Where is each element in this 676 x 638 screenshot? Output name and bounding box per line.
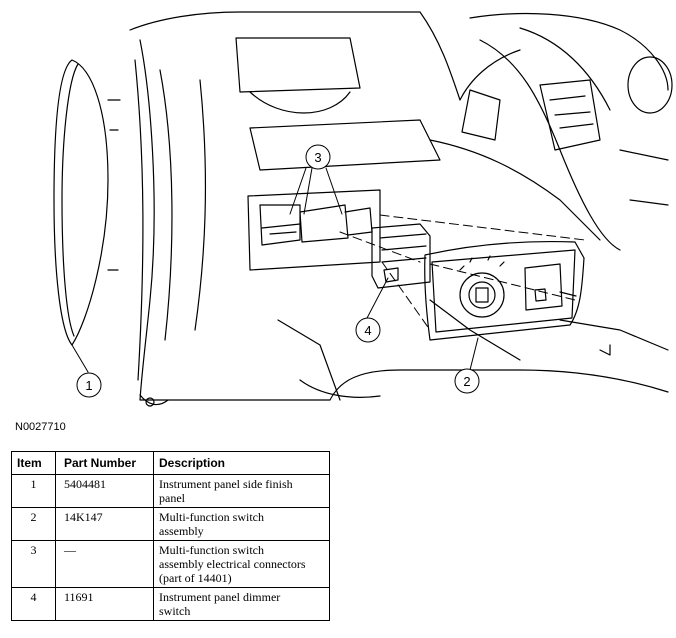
- svg-text:4: 4: [364, 323, 371, 338]
- part-number-cell: 14K147: [55, 507, 154, 541]
- table-row: 3 — Multi-function switch assembly elect…: [11, 540, 330, 588]
- multi-function-switch-drawing: [424, 240, 585, 341]
- table-row: 1 5404481 Instrument panel side finish p…: [11, 474, 330, 508]
- description-line: (part of 14401): [159, 571, 232, 585]
- svg-text:3: 3: [314, 150, 321, 165]
- description-line: switch: [159, 604, 191, 618]
- table-header-row: Item Part Number Description: [11, 451, 330, 475]
- part-number-cell: —: [55, 540, 154, 588]
- description-cell: Multi-function switch assembly electrica…: [153, 540, 330, 588]
- callout-3: 3: [305, 144, 331, 170]
- steering-column-drawing: [461, 12, 673, 251]
- column-header-item: Item: [11, 451, 56, 475]
- description-cell: Instrument panel dimmer switch: [153, 587, 330, 621]
- figure-reference-number: N0027710: [15, 421, 66, 433]
- callout-1: 1: [76, 372, 102, 398]
- description-line: assembly electrical connectors: [159, 557, 306, 571]
- dimmer-switch-drawing: [371, 223, 431, 289]
- instrument-panel-drawing: [129, 11, 669, 407]
- column-header-part-number: Part Number: [55, 451, 154, 475]
- description-line: Instrument panel side finish: [159, 477, 293, 491]
- exploded-view-diagram: 1 3 4 2: [53, 11, 673, 407]
- description-line: assembly: [159, 524, 204, 538]
- item-cell: 3: [11, 540, 56, 588]
- svg-text:1: 1: [85, 378, 92, 393]
- table-row: 4 11691 Instrument panel dimmer switch: [11, 587, 330, 621]
- table-row: 2 14K147 Multi-function switch assembly: [11, 507, 330, 541]
- description-line: panel: [159, 491, 185, 505]
- description-cell: Instrument panel side finish panel: [153, 474, 330, 508]
- item-cell: 4: [11, 587, 56, 621]
- leader-lines: [71, 167, 479, 373]
- description-line: Multi-function switch: [159, 543, 264, 557]
- description-cell: Multi-function switch assembly: [153, 507, 330, 541]
- part-number-cell: 5404481: [55, 474, 154, 508]
- callout-4: 4: [355, 317, 381, 343]
- item-cell: 2: [11, 507, 56, 541]
- part-number-cell: 11691: [55, 587, 154, 621]
- column-header-description: Description: [153, 451, 330, 475]
- description-line: Multi-function switch: [159, 510, 264, 524]
- item-cell: 1: [11, 474, 56, 508]
- callout-2: 2: [454, 368, 480, 394]
- description-line: Instrument panel dimmer: [159, 590, 281, 604]
- svg-text:2: 2: [463, 374, 470, 389]
- installation-lines: [339, 214, 586, 331]
- parts-table: Item Part Number Description 1 5404481 I…: [11, 451, 330, 621]
- side-finish-panel-drawing: [53, 59, 121, 346]
